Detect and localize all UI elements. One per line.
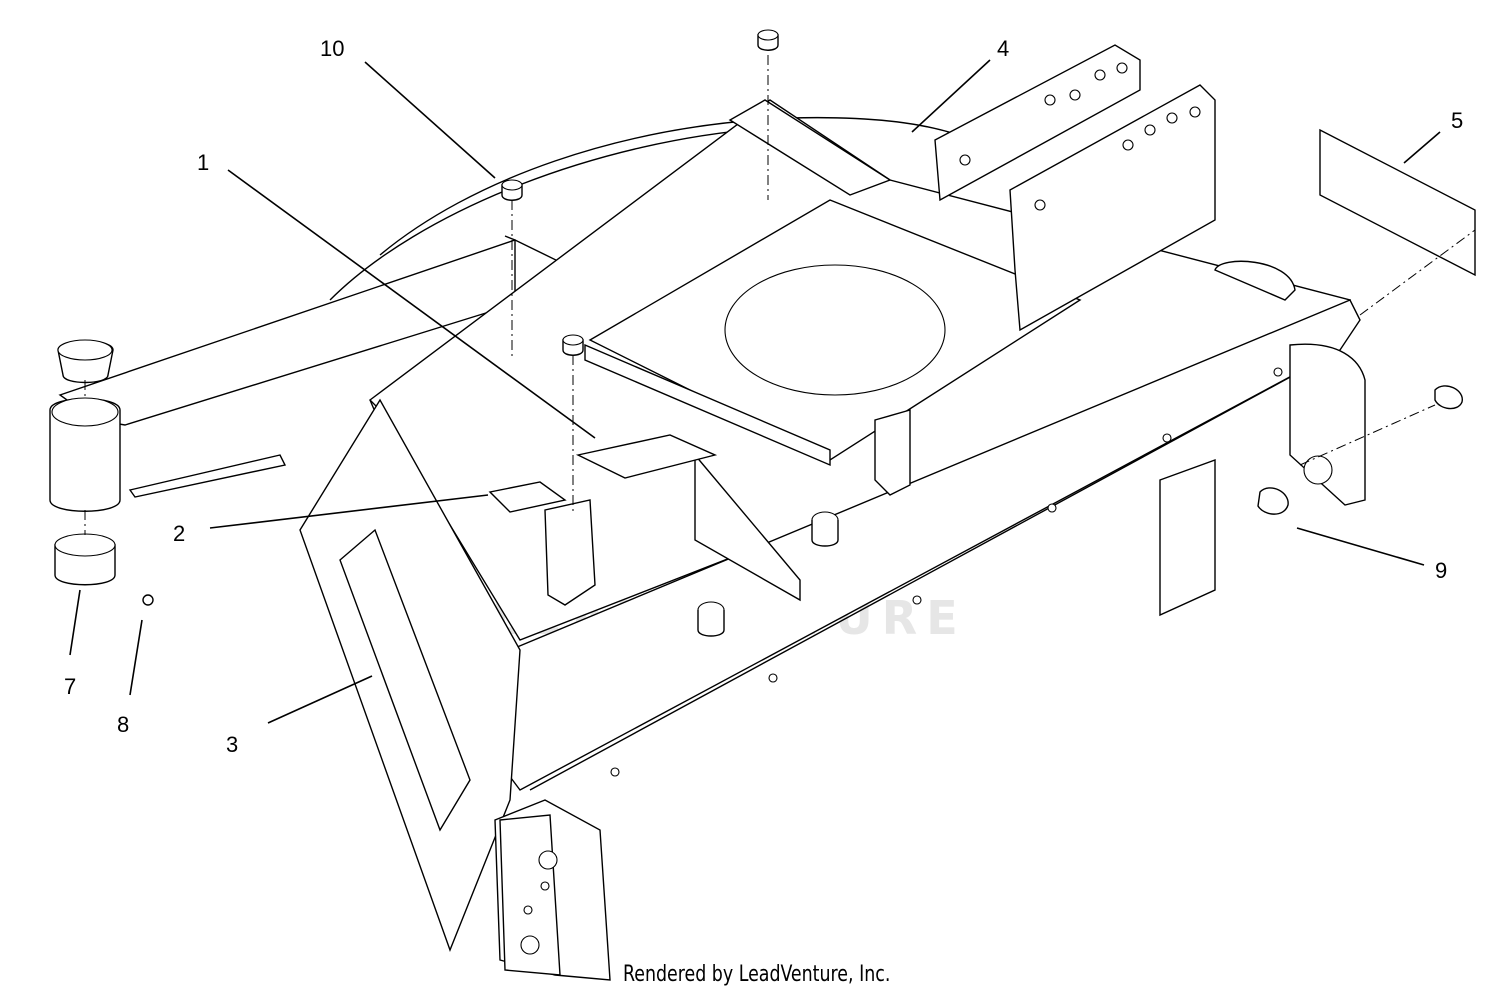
right-brackets [934, 44, 1296, 332]
callout-4: 4 [997, 36, 1009, 61]
bushing-9b [1257, 487, 1289, 515]
callout-10: 10 [320, 36, 344, 61]
callout-labels: 10 1 2 3 4 5 7 8 9 [64, 36, 1463, 757]
decal-2 [488, 481, 567, 513]
callout-2: 2 [173, 521, 185, 546]
leader-3 [267, 675, 373, 724]
decals [488, 128, 1476, 513]
decal-1 [575, 434, 718, 479]
callout-7: 7 [64, 674, 76, 699]
nut-8 [142, 594, 154, 606]
left-arm [49, 235, 561, 512]
decal-5 [1319, 128, 1476, 277]
leader-7 [69, 589, 81, 656]
callout-5: 5 [1451, 108, 1463, 133]
leader-1 [227, 169, 596, 439]
leader-10 [364, 61, 496, 179]
spindle-opening [724, 264, 946, 396]
callout-3: 3 [226, 732, 238, 757]
callout-1: 1 [197, 150, 209, 175]
bushing-9a [1434, 385, 1463, 410]
leader-2 [209, 494, 489, 529]
right-rear-bracket [1159, 343, 1366, 617]
leader-9 [1296, 527, 1425, 566]
front-bumper [494, 799, 611, 981]
left-side-panel [299, 398, 521, 952]
deck-top [368, 99, 1352, 651]
callout-8: 8 [117, 712, 129, 737]
center-brackets [544, 409, 911, 637]
leader-4 [911, 59, 991, 133]
callout-9: 9 [1435, 558, 1447, 583]
leader-5 [1403, 131, 1441, 164]
front-rail [504, 299, 1361, 791]
hardware [54, 29, 1476, 606]
render-credit: Rendered by LeadVenture, Inc. [623, 962, 891, 987]
leader-8 [129, 619, 143, 696]
leader-lines [69, 59, 1441, 724]
